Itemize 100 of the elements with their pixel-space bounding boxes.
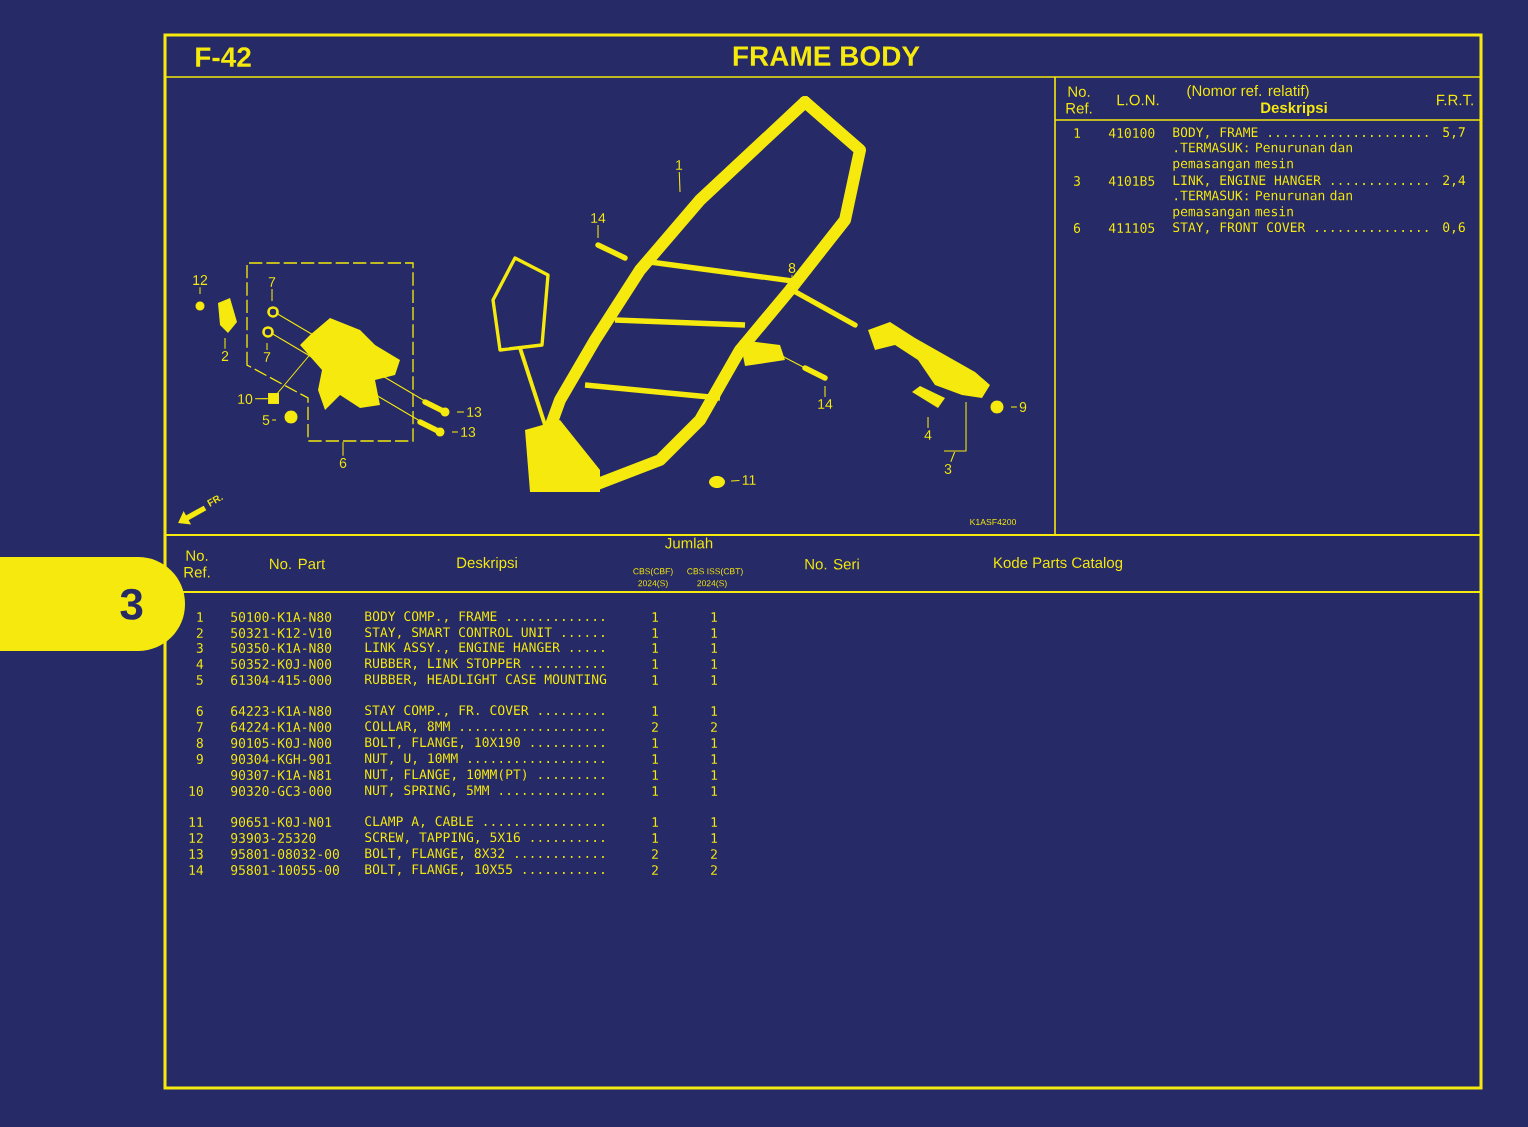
column-header: Deskripsi	[457, 557, 517, 571]
table-cell: 2	[652, 865, 658, 875]
table-cell: 2	[711, 849, 717, 859]
leader-line	[271, 419, 277, 421]
callout-number: 7	[268, 277, 276, 287]
callout-number: 9	[1019, 402, 1027, 412]
table-cell: 1	[711, 675, 718, 685]
bracket	[943, 401, 967, 452]
table-cell: 8	[196, 738, 203, 748]
table-cell: 13	[189, 849, 203, 859]
callout-number: 13	[467, 407, 482, 417]
column-header: (Nomor ref. relatif)	[1187, 85, 1309, 99]
column-header: Jumlah	[665, 537, 713, 549]
table-cell: RUBBER, LINK STOPPER ..........	[365, 658, 604, 670]
callout-number: 5	[262, 415, 270, 425]
table-cell: .TERMASUK: Penurunan dan pemasangan mesin	[1173, 142, 1352, 171]
table-cell: 1	[711, 770, 718, 780]
table-cell: STAY, SMART CONTROL UNIT ......	[365, 627, 604, 639]
table-cell: 50350-K1A-N80	[231, 643, 332, 653]
table-cell: 1	[711, 706, 718, 716]
section-tab: 3	[0, 557, 185, 651]
table-cell: BOLT, FLANGE, 10X190 ..........	[365, 737, 604, 749]
table-cell: 4	[196, 659, 204, 669]
table-cell: 1	[711, 817, 718, 827]
table-cell: 1	[652, 738, 659, 748]
table-cell: 14	[189, 865, 204, 875]
table-cell: 95801-08032-00	[231, 849, 339, 859]
callout-number: 10	[238, 394, 253, 404]
callout-number: 1	[676, 160, 683, 170]
leader-line	[927, 416, 929, 429]
table-cell: 1	[652, 659, 659, 669]
table-cell: 93903-25320	[231, 833, 316, 843]
table-cell: NUT, U, 10MM ..................	[365, 753, 604, 765]
table-cell: 1	[711, 786, 718, 796]
table-cell: 2	[711, 865, 717, 875]
table-cell: 1	[711, 659, 718, 669]
table-cell: 11	[189, 817, 203, 827]
drawing-code: K1ASF4200	[970, 518, 1017, 526]
table-cell: NUT, FLANGE, 10MM(PT) .........	[365, 769, 604, 781]
callout-number: 2	[221, 351, 229, 361]
table-cell: 3	[196, 643, 203, 653]
table-cell: BOLT, FLANGE, 8X32 ............	[365, 848, 604, 860]
table-cell: 64223-K1A-N80	[231, 706, 332, 716]
table-cell: COLLAR, 8MM ...................	[365, 721, 604, 733]
table-cell: 9	[196, 754, 203, 764]
leader-line	[271, 288, 273, 302]
table-cell: SCREW, TAPPING, 5X16 ..........	[365, 832, 604, 844]
table-cell: 1	[652, 628, 659, 638]
table-cell: 90105-K0J-N00	[231, 738, 332, 748]
table-cell: .TERMASUK: Penurunan dan pemasangan mesin	[1173, 190, 1352, 219]
table-cell: 1	[652, 833, 659, 843]
callout-number: 6	[339, 458, 347, 468]
leader-line	[451, 431, 459, 433]
table-cell: 5,7	[1443, 127, 1465, 139]
leader-line	[254, 398, 269, 400]
table-cell: 2,4	[1443, 175, 1466, 187]
column-header: CBS ISS(CBT)	[687, 568, 743, 576]
callout-number: 12	[193, 275, 208, 285]
page-title: FRAME BODY	[733, 46, 920, 66]
table-cell: 1	[652, 786, 659, 796]
table-cell: LINK ASSY., ENGINE HANGER .....	[365, 642, 604, 654]
nut-part	[268, 393, 279, 404]
table-cell: NUT, SPRING, 5MM ..............	[365, 785, 604, 797]
table-cell: LINK, ENGINE HANGER .............	[1173, 175, 1428, 187]
table-cell: 64224-K1A-N00	[231, 722, 332, 732]
table-cell: 10	[189, 786, 203, 796]
table-cell: 410100	[1108, 128, 1155, 138]
table-cell: STAY, FRONT COVER ...............	[1173, 222, 1428, 234]
table-cell: 6	[196, 706, 203, 716]
table-cell: 95801-10055-00	[231, 865, 339, 875]
table-cell: 2	[196, 628, 203, 638]
leader-line	[266, 342, 268, 351]
table-cell: 90307-K1A-N81	[231, 770, 332, 780]
table-cell: 1	[711, 738, 718, 748]
column-header: Deskripsi	[1261, 102, 1327, 116]
leader-line	[824, 385, 826, 398]
table-cell: CLAMP A, CABLE ................	[365, 816, 604, 828]
table-cell: 1	[652, 770, 659, 780]
table-cell: 7	[196, 722, 203, 732]
table-cell: 90304-KGH-901	[231, 754, 332, 764]
table-cell: 1	[1074, 128, 1081, 138]
table-cell: 1	[711, 833, 718, 843]
callout-number: 3	[944, 464, 952, 474]
column-header: Kode Parts Catalog	[994, 557, 1123, 571]
callout-number: 7	[263, 352, 271, 362]
table-cell: 2	[652, 849, 658, 859]
table-cell: BOLT, FLANGE, 10X55 ...........	[365, 864, 604, 876]
table-cell: 5	[196, 675, 203, 685]
table-cell: 2	[652, 722, 658, 732]
leader-line	[456, 411, 465, 413]
table-cell: 1	[652, 706, 659, 716]
table-cell: 4101B5	[1108, 176, 1155, 186]
table-cell: 3	[1073, 176, 1080, 186]
table-cell: 1	[652, 817, 659, 827]
direction-label: FR.	[206, 495, 224, 507]
callout-number: 14	[591, 213, 606, 223]
leader-line	[597, 224, 599, 239]
column-header: CBS(CBF)	[633, 568, 673, 576]
table-cell: 50100-K1A-N80	[231, 612, 332, 622]
leader-line	[950, 451, 956, 463]
